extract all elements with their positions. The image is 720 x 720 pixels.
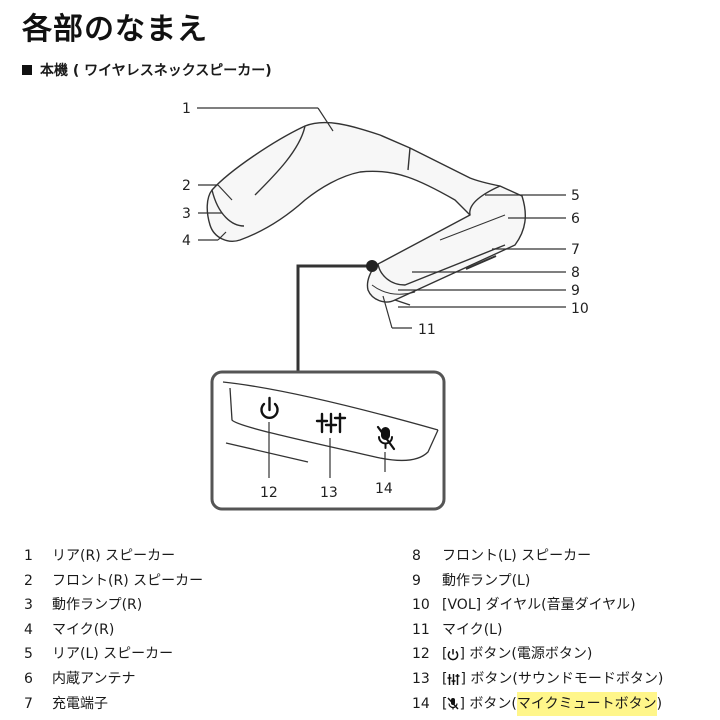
speaker-diagram: 1 2 3 4 5 6 7 8 9 10 11 12 13 14 <box>182 101 589 511</box>
sound-mode-icon <box>447 673 460 685</box>
callout-12: 12 <box>260 485 278 501</box>
callout-13: 13 <box>320 485 338 501</box>
list-item: 10[VOL] ダイヤル(音量ダイヤル) <box>412 597 636 614</box>
mic-mute-icon <box>376 425 396 451</box>
callout-6: 6 <box>571 211 580 227</box>
page-title: 各部のなまえ <box>22 12 208 47</box>
sound-mode-icon <box>315 412 347 434</box>
callout-1: 1 <box>182 101 191 117</box>
section-heading: 本機 ( ワイヤレスネックスピーカー) <box>22 60 272 80</box>
callout-11: 11 <box>418 322 436 338</box>
callout-10: 10 <box>571 301 589 317</box>
power-icon <box>260 396 279 419</box>
callout-leaders <box>197 107 566 372</box>
neck-speaker-illustration <box>206 121 527 306</box>
list-item: 12[] ボタン(電源ボタン) <box>412 646 593 663</box>
callout-5: 5 <box>571 188 580 204</box>
highlighted-label: マイクミュートボタン <box>516 691 657 717</box>
callout-2: 2 <box>182 178 191 194</box>
callout-9: 9 <box>571 283 580 299</box>
callout-numbers: 1 2 3 4 5 6 7 8 9 10 11 <box>182 101 589 338</box>
callout-14: 14 <box>375 481 393 497</box>
power-icon <box>448 649 459 661</box>
square-bullet-icon <box>22 65 32 75</box>
list-item: 14[] ボタン(マイクミュートボタン) <box>412 691 663 717</box>
callout-7: 7 <box>571 242 580 258</box>
callout-4: 4 <box>182 233 191 249</box>
zoom-leaders <box>268 422 386 478</box>
callout-3: 3 <box>182 206 191 222</box>
mic-mute-icon <box>447 697 459 710</box>
section-title: 本機 ( ワイヤレスネックスピーカー) <box>40 63 272 79</box>
zoom-panel-outline <box>222 381 439 463</box>
button-location-marker <box>366 260 378 272</box>
list-item: 13[] ボタン(サウンドモードボタン) <box>412 670 664 687</box>
callout-8: 8 <box>571 265 580 281</box>
